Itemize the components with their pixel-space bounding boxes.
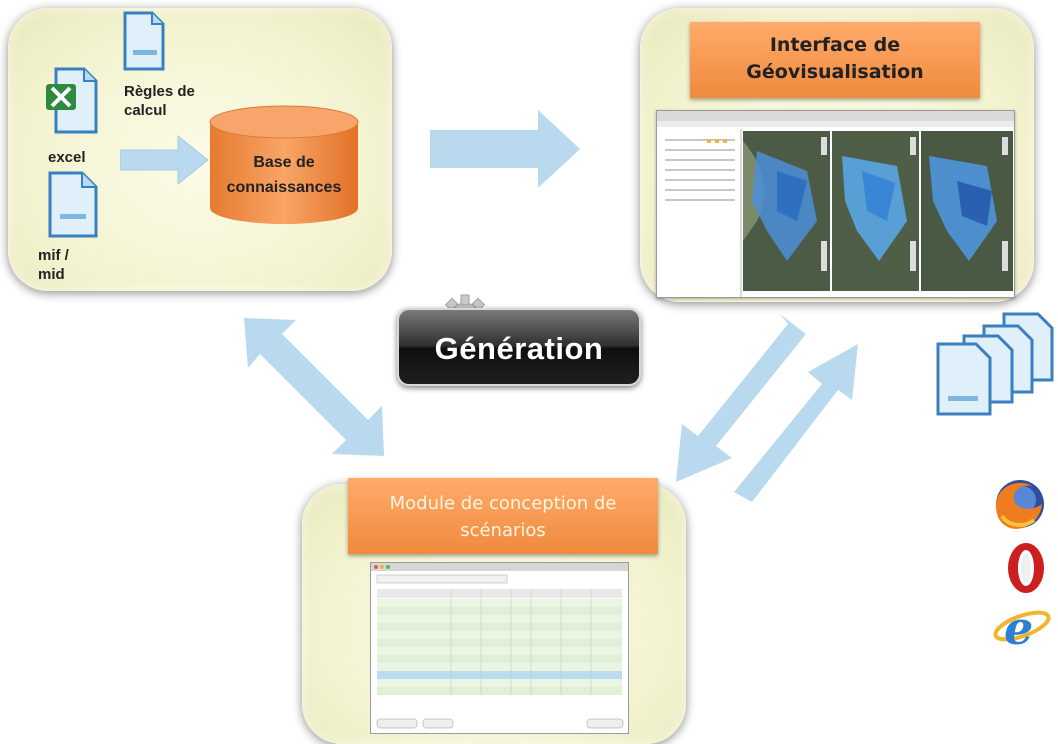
geoviz-screenshot [656,110,1015,298]
mif-label: mif / mid [38,247,69,283]
mif-document-icon [44,170,104,240]
scenario-screenshot [370,562,629,734]
db-to-geoviz-arrow [430,110,582,188]
internet-explorer-icon: e [990,598,1052,654]
geoviz-title: Interface de Géovisualisation [690,22,980,98]
scenario-to-geoviz-arrow [730,338,860,516]
rules-label: Règles de calcul [124,83,195,119]
opera-icon [1000,540,1050,596]
svg-text:e: e [1004,601,1033,654]
excel-to-db-arrow [120,134,210,186]
firefox-icon [988,476,1048,532]
excel-label: excel [48,149,86,166]
excel-document-icon [44,66,104,136]
generation-button-label: Génération [434,331,604,366]
document-stack-icon [934,310,1058,425]
scenario-title: Module de conception de scénarios [348,478,658,554]
database-label: Base de connaissances [226,154,342,196]
rules-document-icon [122,10,166,72]
geoviz-to-scenario-arrow [672,314,810,486]
knowledge-scenario-double-arrow [240,310,390,460]
generation-button[interactable]: Génération [397,308,641,386]
database-cylinder [208,104,360,233]
